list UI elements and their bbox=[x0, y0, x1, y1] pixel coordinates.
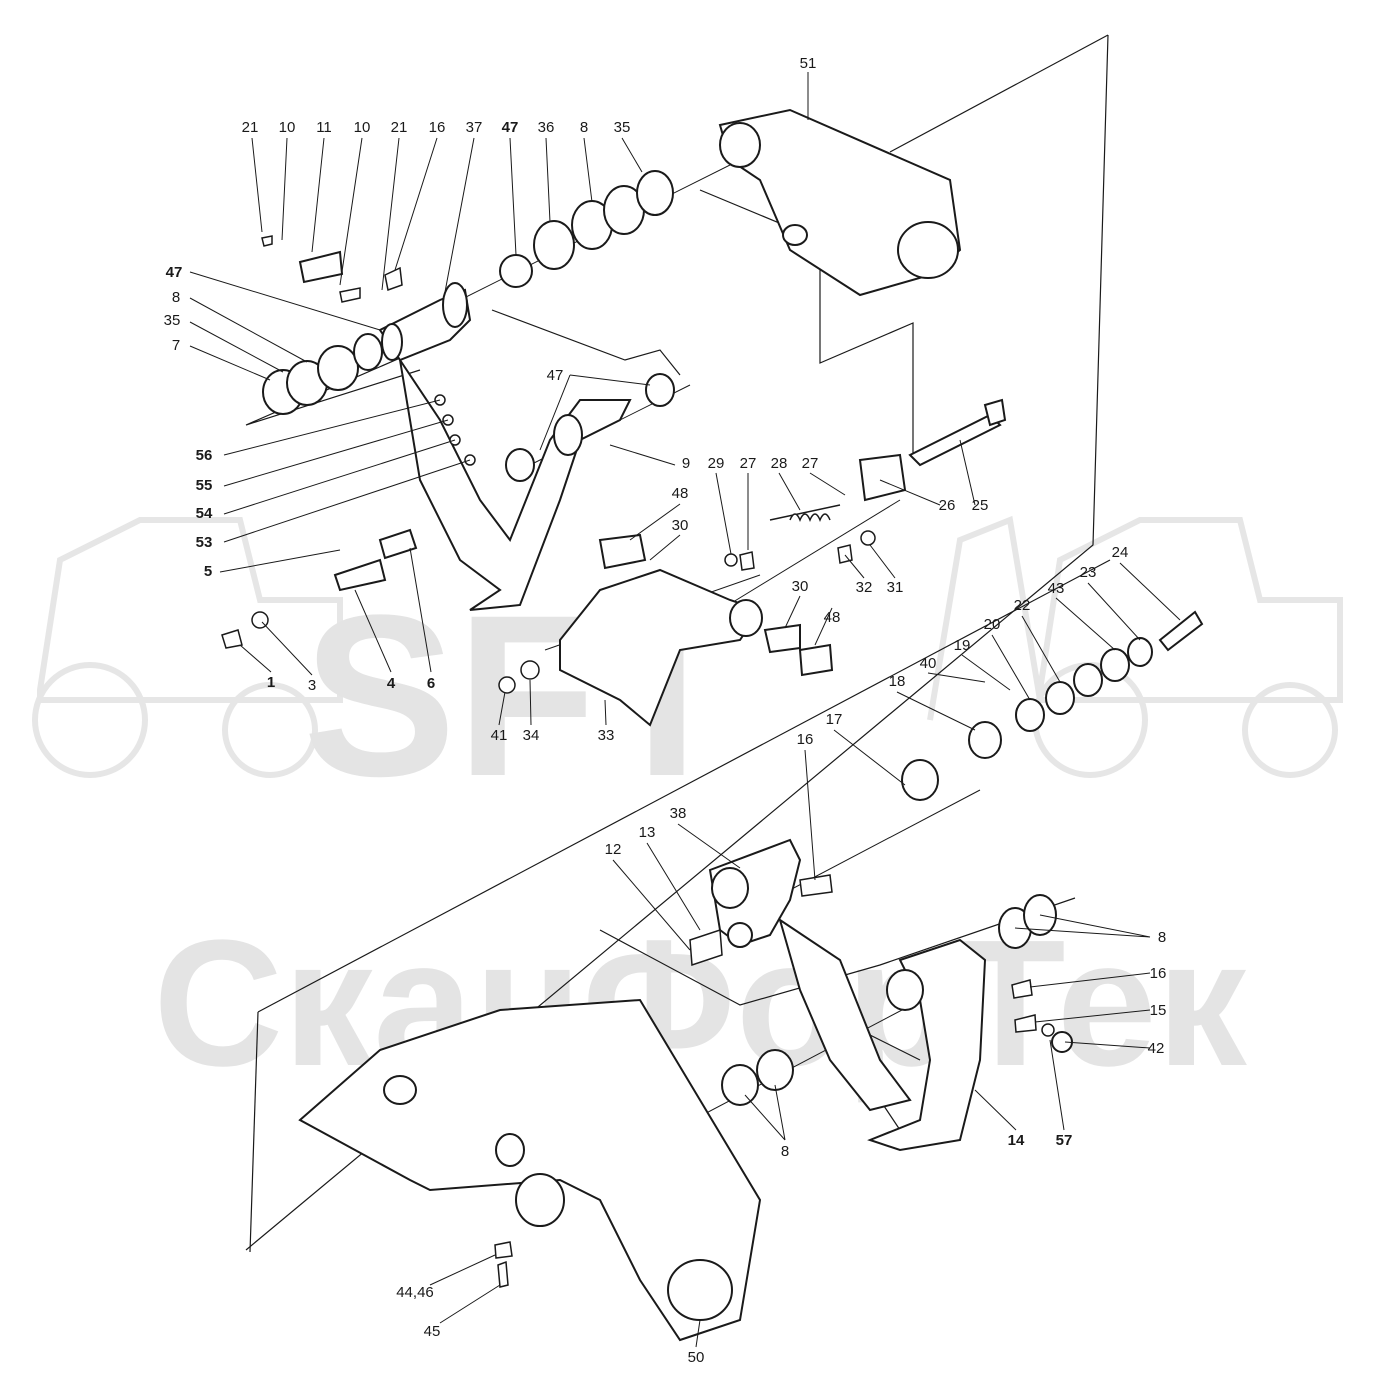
lower-pedal-38 bbox=[689, 838, 912, 1112]
callout-label: 7 bbox=[172, 337, 180, 354]
callout-label: 23 bbox=[1080, 564, 1097, 581]
callout-label: 5 bbox=[204, 563, 212, 580]
callout-label: 10 bbox=[279, 119, 296, 136]
callout-label: 27 bbox=[802, 455, 819, 472]
callout-label: 21 bbox=[391, 119, 408, 136]
callout-label: 3 bbox=[308, 677, 316, 694]
callout-label: 6 bbox=[427, 675, 435, 692]
callout-label: 38 bbox=[670, 805, 687, 822]
callout-label: 56 bbox=[196, 447, 213, 464]
callout-label: 48 bbox=[672, 485, 689, 502]
callout-label: 36 bbox=[538, 119, 555, 136]
callout-label: 4 bbox=[387, 675, 396, 692]
callout-label: 40 bbox=[920, 655, 937, 672]
callout-label: 43 bbox=[1048, 580, 1065, 597]
callout-label: 47 bbox=[502, 119, 519, 136]
callout-label: 19 bbox=[954, 637, 971, 654]
callout-label: 15 bbox=[1150, 1002, 1167, 1019]
upper-rings bbox=[262, 170, 674, 415]
callout-label: 47 bbox=[166, 264, 183, 281]
callout-label: 55 bbox=[196, 477, 213, 494]
spring-adjuster bbox=[724, 398, 1007, 571]
callout-label: 51 bbox=[800, 55, 817, 72]
callout-label: 22 bbox=[1014, 597, 1031, 614]
callout-label: 30 bbox=[792, 578, 809, 595]
callout-label: 35 bbox=[164, 312, 181, 329]
callout-label: 13 bbox=[639, 824, 656, 841]
callout-label: 16 bbox=[1150, 965, 1167, 982]
callout-label: 8 bbox=[172, 289, 180, 306]
base-bracket-50 bbox=[298, 998, 794, 1342]
callout-label: 45 bbox=[424, 1323, 441, 1340]
callout-label: 31 bbox=[887, 579, 904, 596]
callout-label: 27 bbox=[740, 455, 757, 472]
callout-label: 11 bbox=[316, 119, 332, 136]
callout-leaders bbox=[189, 72, 1181, 1348]
bracket-51 bbox=[718, 108, 962, 297]
callout-label: 26 bbox=[939, 497, 956, 514]
callout-label: 16 bbox=[429, 119, 446, 136]
callout-label: 9 bbox=[682, 455, 690, 472]
callout-label: 34 bbox=[523, 727, 540, 744]
callout-label: 44,46 bbox=[396, 1284, 434, 1301]
callout-label: 33 bbox=[598, 727, 615, 744]
callout-label: 21 bbox=[242, 119, 259, 136]
callout-label: 17 bbox=[826, 711, 843, 728]
callout-label: 8 bbox=[781, 1143, 789, 1160]
callout-label: 42 bbox=[1148, 1040, 1165, 1057]
callout-label: 35 bbox=[614, 119, 631, 136]
bushing-chain bbox=[901, 610, 1204, 801]
upper-pedal-shaft bbox=[261, 235, 472, 362]
callout-label: 37 bbox=[466, 119, 483, 136]
callout-label: 47 bbox=[547, 367, 564, 384]
callout-label: 12 bbox=[605, 841, 622, 858]
callout-label: 20 bbox=[984, 616, 1001, 633]
linkage-left bbox=[221, 394, 476, 649]
callout-label: 53 bbox=[196, 534, 213, 551]
callout-label: 57 bbox=[1056, 1132, 1073, 1149]
callout-label: 48 bbox=[824, 609, 841, 626]
callout-label: 16 bbox=[797, 731, 814, 748]
callout-label: 14 bbox=[1008, 1132, 1025, 1149]
callout-label: 41 bbox=[491, 727, 508, 744]
lower-pedal-14 bbox=[867, 894, 1073, 1152]
callout-label: 8 bbox=[580, 119, 588, 136]
watermark-brand: СканФорТек bbox=[153, 903, 1248, 1104]
callout-label: 54 bbox=[196, 505, 213, 522]
callout-label: 10 bbox=[354, 119, 371, 136]
callout-label: 30 bbox=[672, 517, 689, 534]
callout-label: 8 bbox=[1158, 929, 1166, 946]
upper-pedal-arm bbox=[399, 359, 675, 611]
callout-label: 25 bbox=[972, 497, 989, 514]
lever-33 bbox=[498, 533, 834, 727]
callout-label: 28 bbox=[771, 455, 788, 472]
callout-label: 50 bbox=[688, 1349, 705, 1366]
callout-label: 24 bbox=[1112, 544, 1129, 561]
callout-label: 32 bbox=[856, 579, 873, 596]
callout-label: 29 bbox=[708, 455, 725, 472]
callout-label: 18 bbox=[889, 673, 906, 690]
callout-label: 1 bbox=[267, 674, 275, 691]
